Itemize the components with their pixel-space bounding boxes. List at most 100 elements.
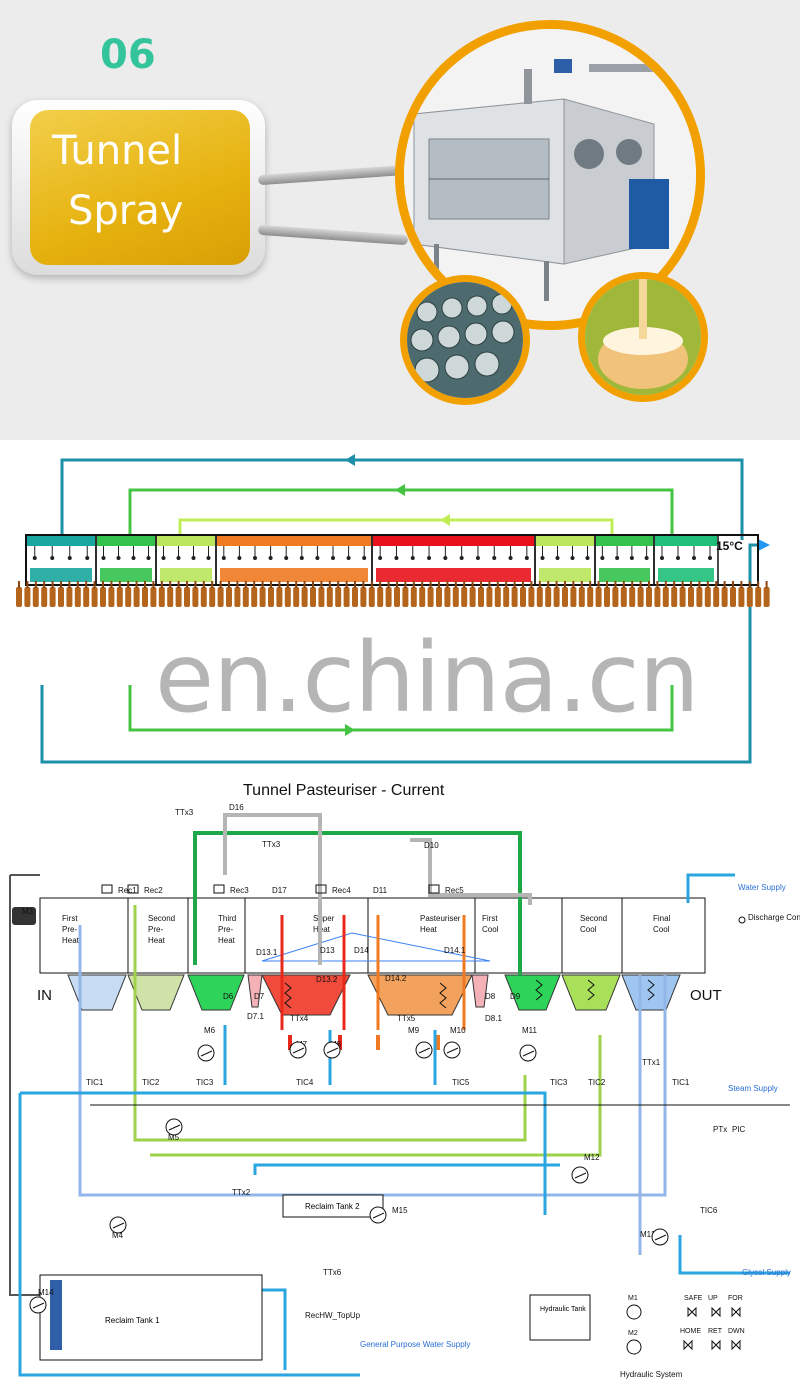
bottle (326, 587, 333, 607)
pipe-water-supply (686, 873, 735, 903)
bottle (293, 587, 300, 607)
out-label: OUT (690, 987, 722, 1004)
reclaim-tank-1 (39, 1274, 263, 1361)
pump-label: M6 (204, 1026, 216, 1035)
controller-label: TIC6 (700, 1206, 718, 1215)
flow-arrow-outer (345, 454, 355, 466)
heat-exchangers (284, 979, 655, 1009)
hydraulic-pump-label: M2 (628, 1330, 638, 1337)
glycol-supply-label: Glycol Supply (742, 1268, 791, 1277)
watermark: en.china.cn (155, 622, 700, 734)
bottle (268, 587, 274, 607)
bottle (402, 587, 409, 607)
nozzle-tip (85, 556, 90, 560)
pipe-glycol (678, 1235, 790, 1275)
valve-icon (101, 884, 113, 894)
bottle (553, 587, 560, 607)
bottle-neck (429, 581, 432, 588)
bottle-neck (748, 581, 751, 588)
nozzle-tip (253, 556, 257, 560)
bottle-neck (345, 581, 348, 588)
tile-word-1: Tunnel (52, 128, 183, 174)
bottle-neck (648, 581, 650, 588)
bottle-neck (757, 581, 760, 588)
bottle-neck (261, 581, 264, 588)
bottle (385, 587, 392, 607)
hydraulic-valve-label: RET (708, 1328, 723, 1335)
pump-label: M14 (38, 1288, 54, 1297)
pump-rotor (654, 1234, 667, 1241)
bottle-neck (278, 581, 281, 588)
pump-icon (323, 1041, 341, 1059)
bottle (410, 587, 417, 607)
pump-icon (519, 1044, 537, 1062)
nozzle-tip (206, 556, 211, 560)
nozzle-tip (268, 556, 273, 560)
spray-zones (25, 534, 719, 586)
pipe-reclaim2-blue (253, 1163, 560, 1175)
bottle-neck (312, 581, 314, 588)
bottle (637, 587, 644, 607)
bottle-neck (513, 581, 516, 588)
bottle-neck (76, 581, 79, 588)
pump-icon (651, 1228, 669, 1246)
pump-rotor (168, 1124, 181, 1131)
bottle (133, 587, 140, 607)
pump-icon (29, 1296, 47, 1314)
bottle (461, 587, 468, 607)
spray-header (596, 536, 653, 546)
bottle-row (16, 581, 770, 607)
nozzle-tip (346, 556, 351, 560)
bottle-neck (135, 581, 138, 588)
nozzle-tip (101, 556, 106, 560)
bottle (536, 587, 543, 607)
recirc-label: Rec5 (445, 886, 464, 895)
sensor-label: TTx5 (397, 1014, 416, 1023)
bottle-neck (320, 581, 323, 588)
bottle (335, 587, 342, 607)
valve-icon (711, 1339, 721, 1351)
bottle-neck (522, 581, 524, 588)
discharge-label: Discharge Conveyor Running (748, 913, 800, 922)
bottle-neck (362, 581, 365, 588)
damper-label: D7.1 (247, 1012, 264, 1021)
hydraulic-valve-label: UP (708, 1295, 718, 1302)
steam-supply-label: Steam Supply (728, 1084, 778, 1093)
pump-rotor (446, 1047, 459, 1054)
bottle-neck (270, 581, 272, 588)
bottle (284, 587, 291, 607)
flow-arrow-return (345, 724, 355, 736)
nozzle-tip (644, 556, 649, 560)
bottle (150, 587, 157, 607)
bottle (32, 587, 39, 607)
damper-label: D6 (223, 992, 234, 1001)
bottle (360, 587, 367, 607)
bottle (671, 587, 678, 607)
bottle (125, 587, 132, 607)
pipe-green-top (193, 831, 522, 975)
pump-icon (109, 1216, 127, 1234)
pump-rotor (200, 1050, 213, 1057)
sensor-label: TTx2 (232, 1188, 251, 1197)
spray-curtain (160, 568, 212, 582)
valve-icon (315, 884, 327, 894)
nozzle-tip (237, 556, 242, 560)
nozzle-tip (459, 556, 464, 560)
damper-label: D7 (254, 992, 265, 1001)
bottle-neck (572, 581, 575, 588)
bottle-neck (690, 581, 692, 588)
bottle-neck (765, 581, 768, 588)
pipe-rechw (255, 1288, 287, 1370)
nozzle-tip (362, 556, 367, 560)
controller-label: TIC1 (672, 1078, 690, 1087)
pipe-general-supply (18, 1093, 360, 1377)
valve-icon (127, 884, 139, 894)
hydraulic-valve-label: DWN (728, 1328, 745, 1335)
bottle-neck (488, 581, 491, 588)
section-number: 06 (100, 32, 156, 78)
sumps (67, 974, 681, 1016)
nozzle-tip (555, 556, 560, 560)
bottle (494, 587, 501, 607)
